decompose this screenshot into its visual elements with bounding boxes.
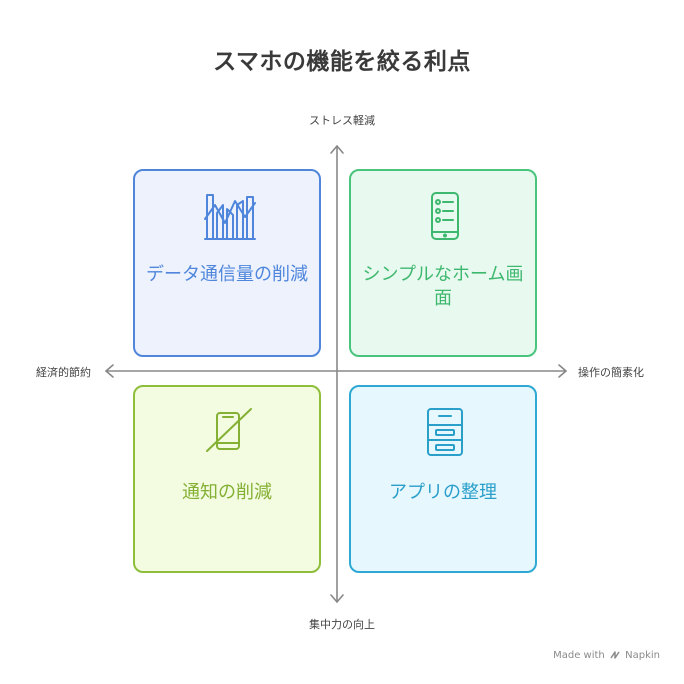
phone-list-icon: [431, 192, 459, 240]
quadrant-simple-home: シンプルなホーム画面: [349, 169, 537, 357]
chart-cut-icon: [204, 194, 256, 240]
napkin-logo-icon: [610, 651, 620, 659]
credit-prefix: Made with: [553, 650, 605, 661]
quadrant-label: アプリの整理: [389, 482, 497, 503]
quadrant-label: データ通信量の削減: [146, 264, 308, 285]
page-title: スマホの機能を絞る利点: [213, 49, 471, 75]
quadrant-data-reduction: データ通信量の削減: [133, 169, 321, 357]
phone-off-icon: [206, 408, 252, 452]
arrow-right-icon: [558, 364, 567, 378]
cabinet-icon: [427, 408, 463, 456]
quadrant-app-organization: アプリの整理: [349, 385, 537, 573]
axis-label-left: 経済的節約: [36, 366, 91, 379]
quadrant-notification-reduction: 通知の削減: [133, 385, 321, 573]
arrow-down-icon: [330, 594, 344, 603]
quadrant-label: シンプルなホーム画面: [362, 264, 524, 309]
arrow-up-icon: [330, 145, 344, 154]
made-with-credit[interactable]: Made with Napkin: [553, 650, 660, 661]
axis-label-right: 操作の簡素化: [578, 366, 644, 379]
axis-label-top: ストレス軽減: [309, 114, 375, 127]
axis-label-bottom: 集中力の向上: [309, 618, 375, 631]
quadrant-label: 通知の削減: [182, 482, 272, 503]
credit-brand: Napkin: [625, 650, 660, 661]
arrow-left-icon: [105, 364, 114, 378]
